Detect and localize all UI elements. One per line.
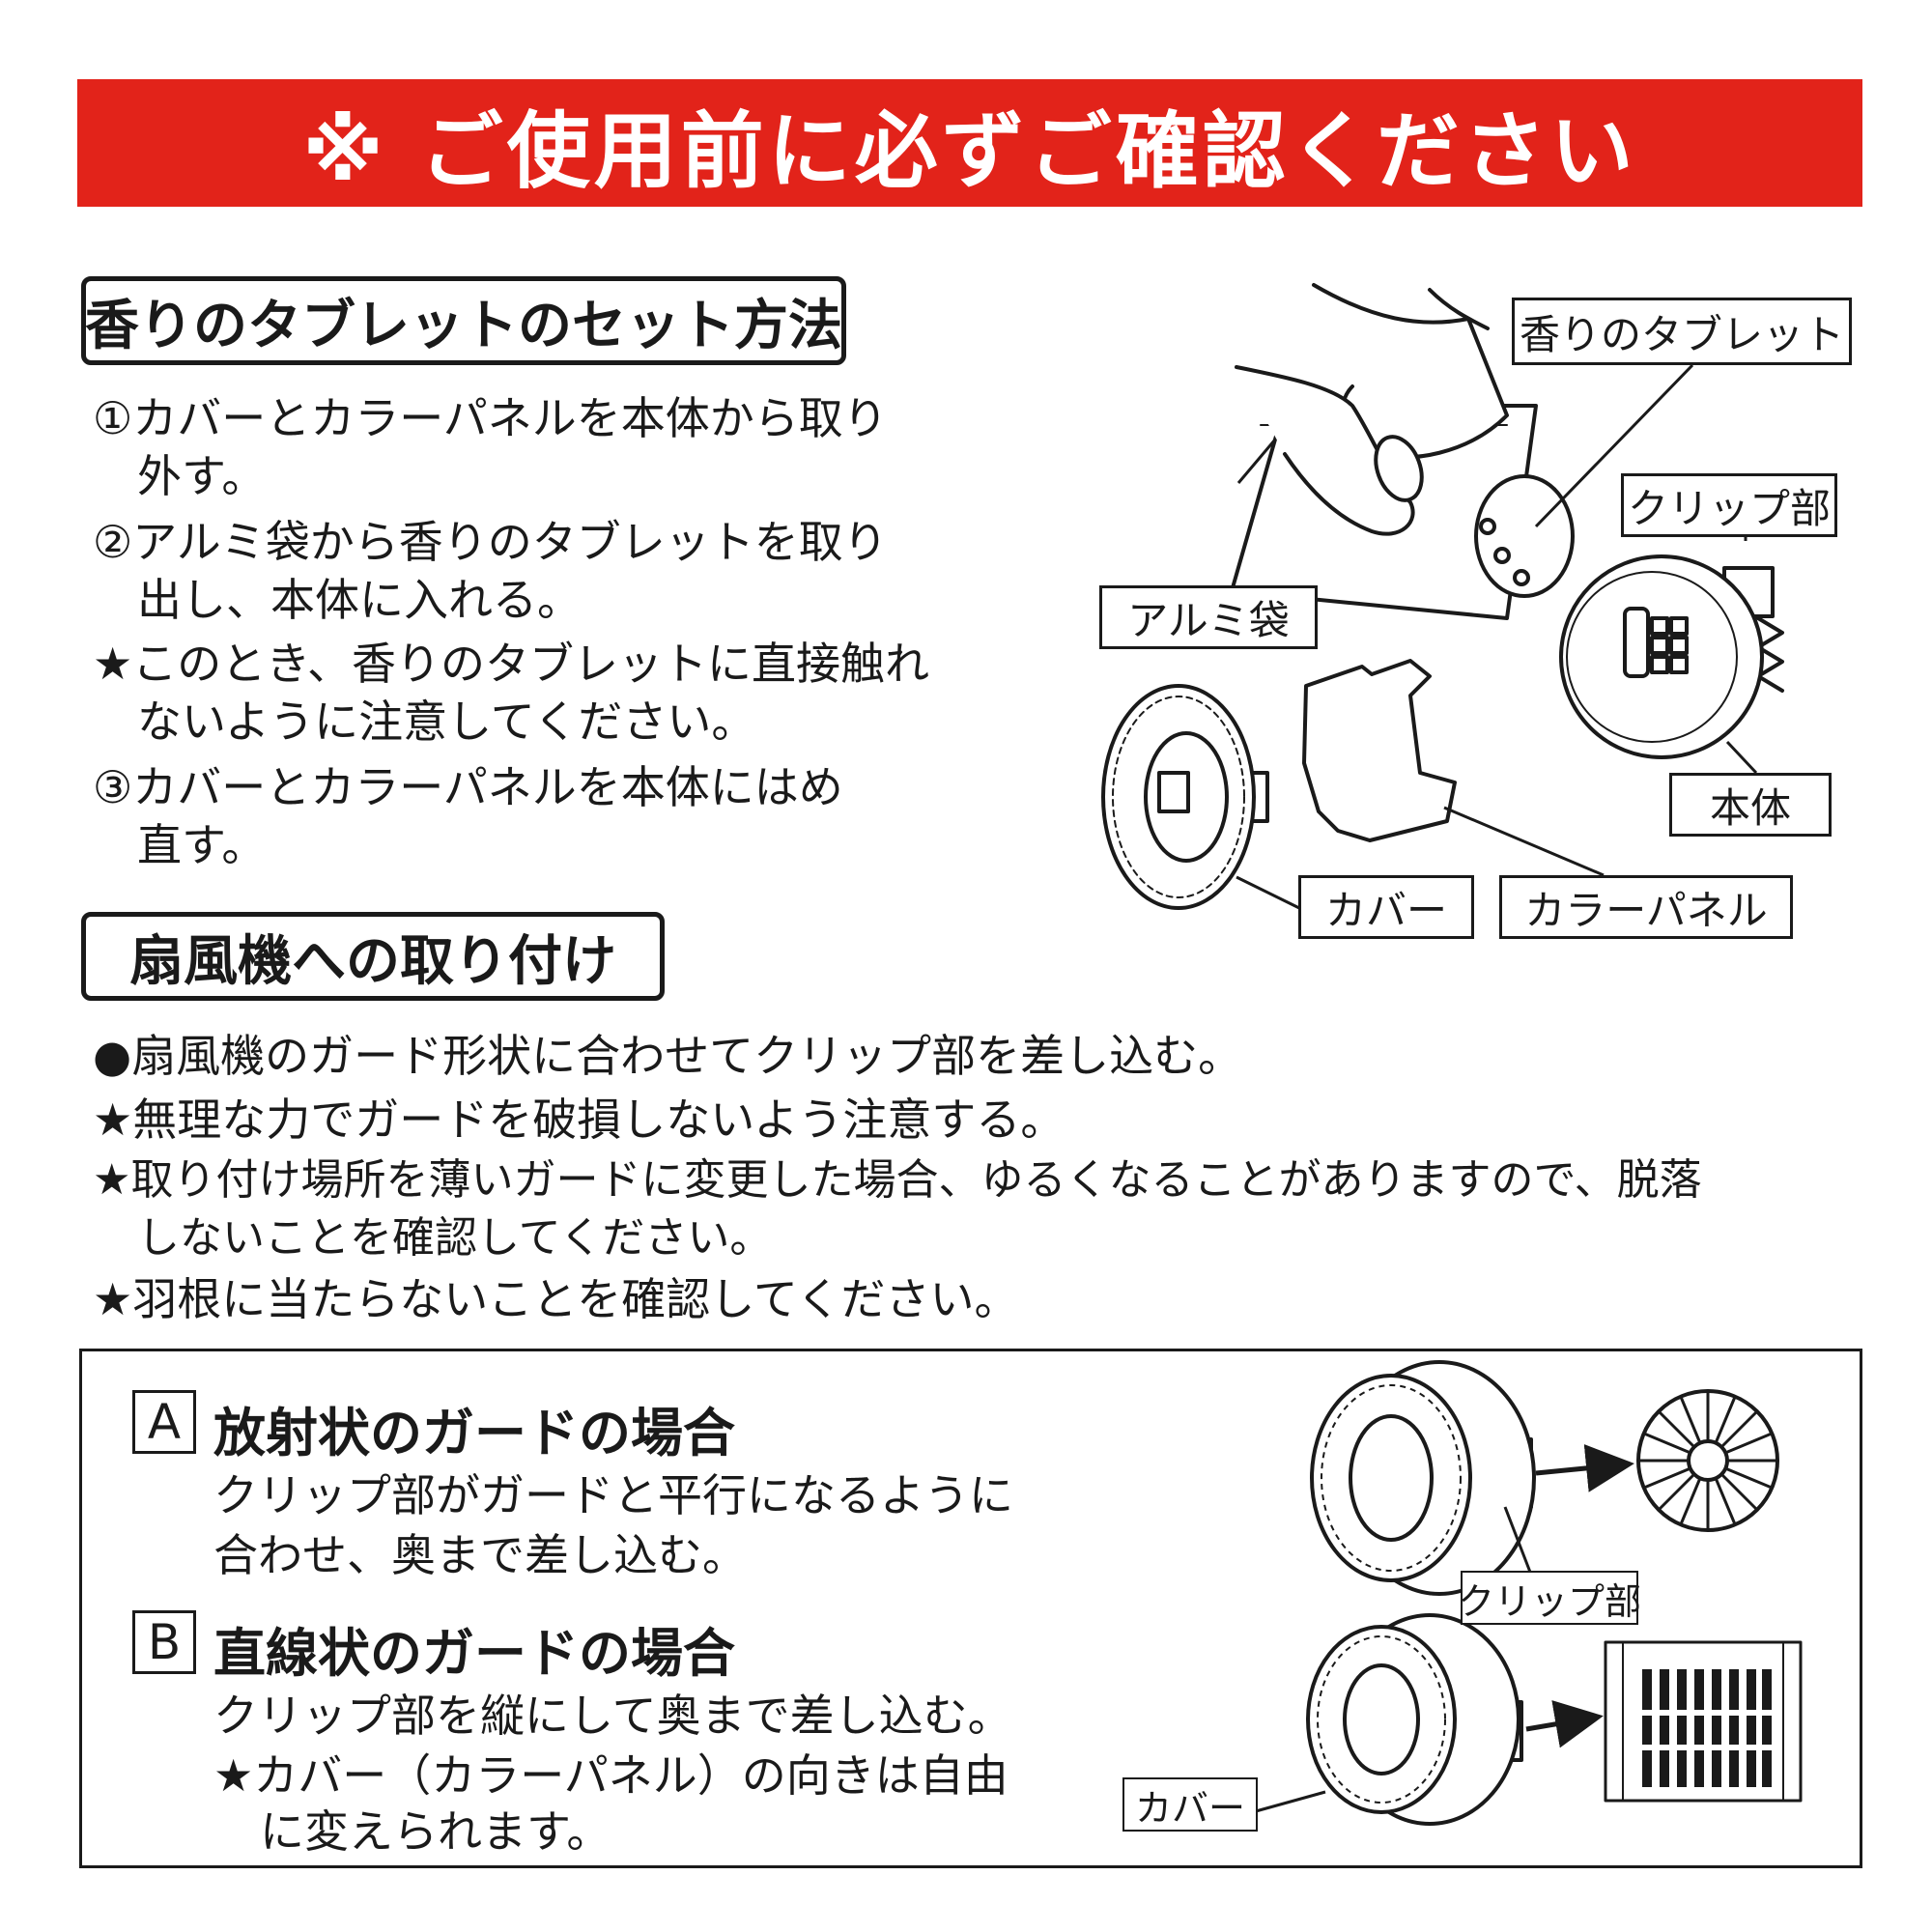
guard-type-box: A 放射状のガードの場合 クリップ部がガードと平行になるように 合わせ、奥まで差…: [79, 1349, 1862, 1868]
fan-caution-1: ★無理な力でガードを破損しないよう注意する。: [93, 1094, 1065, 1146]
setup-step-3: ③カバーとカラーパネルを本体にはめ: [93, 761, 843, 813]
case-b-letter: B: [132, 1610, 196, 1674]
label-color-panel: カラーパネル: [1499, 875, 1793, 939]
label-clip-case-a: クリップ部: [1458, 1571, 1641, 1625]
case-b-line-3: に変えられます。: [260, 1805, 611, 1858]
case-a-title: 放射状のガードの場合: [213, 1403, 735, 1463]
setup-step-1: ①カバーとカラーパネルを本体から取り: [93, 392, 888, 444]
setup-step-2: ②アルミ袋から香りのタブレットを取り: [93, 516, 888, 568]
label-tablet: 香りのタブレット: [1512, 298, 1852, 365]
tablet-shape: [1474, 474, 1575, 598]
label-body: 本体: [1669, 773, 1832, 837]
setup-step-3-cont: 直す。: [137, 819, 267, 871]
fan-caution-3: ★羽根に当たらないことを確認してください。: [93, 1273, 1019, 1325]
setup-note-cont: ないように注意してください。: [137, 696, 756, 748]
case-a-line-2: 合わせ、奥まで差し込む。: [213, 1529, 747, 1581]
case-a-letter: A: [132, 1390, 196, 1454]
fan-caution-2: ★取り付け場所を薄いガードに変更した場合、ゆるくなることがありますので、脱落: [93, 1155, 1702, 1205]
case-b-line-1: クリップ部を縦にして奥まで差し込む。: [213, 1690, 1012, 1742]
color-panel-shape: [1302, 659, 1457, 842]
section-title-tablet-setup: 香りのタブレットのセット方法: [81, 276, 846, 365]
warning-banner: ※ ご使用前に必ずご確認ください: [77, 79, 1862, 207]
setup-step-1-cont: 外す。: [137, 450, 267, 502]
case-b-line-2: ★カバー（カラーパネル）の向きは自由: [213, 1749, 1009, 1802]
case-b-title: 直線状のガードの場合: [213, 1623, 735, 1684]
label-clip: クリップ部: [1621, 473, 1837, 537]
arrow-b: [1525, 1700, 1604, 1748]
setup-note: ★このとき、香りのタブレットに直接触れ: [93, 638, 930, 690]
label-foil-bag: アルミ袋: [1099, 585, 1318, 649]
section-title-fan-mount: 扇風機への取り付け: [81, 912, 665, 1001]
label-cover-case-b: カバー: [1122, 1777, 1258, 1832]
setup-step-2-cont: 出し、本体に入れる。: [137, 574, 582, 626]
case-a-line-1: クリップ部がガードと平行になるように: [213, 1469, 1013, 1521]
arrow-a: [1535, 1444, 1634, 1492]
fan-instruction: ●扇風機のガード形状に合わせてクリップ部を差し込む。: [93, 1030, 1243, 1082]
fan-caution-2-cont: しないことを確認してください。: [137, 1213, 773, 1263]
label-cover: カバー: [1298, 875, 1474, 939]
linear-guard-bars: [1638, 1669, 1776, 1787]
